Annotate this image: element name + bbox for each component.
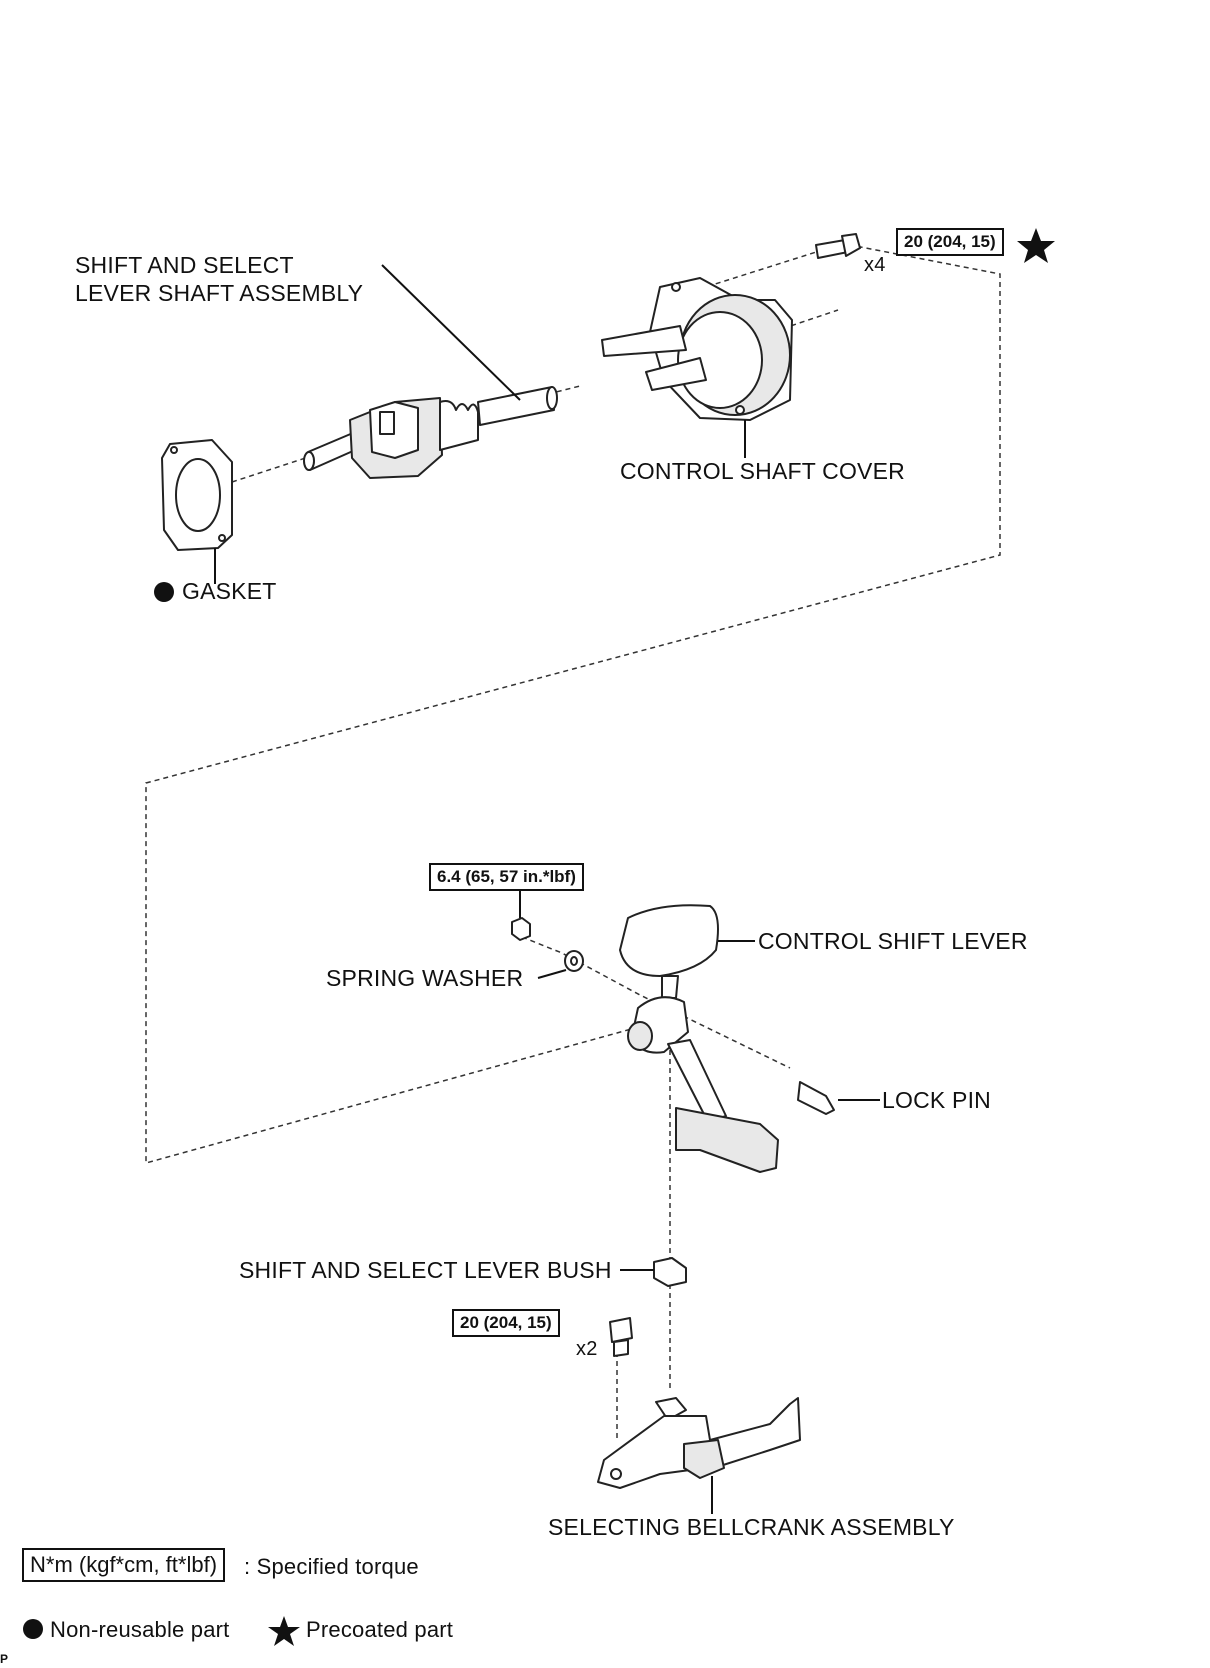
cover-bolt-qty: x4 bbox=[864, 254, 886, 276]
control-shift-lever-label: CONTROL SHIFT LEVER bbox=[758, 928, 1028, 954]
spring-washer-label: SPRING WASHER bbox=[326, 965, 524, 991]
lock-pin-part bbox=[797, 1081, 880, 1115]
lock-pin-label: LOCK PIN bbox=[882, 1087, 991, 1113]
cover-bolt-part bbox=[815, 233, 861, 259]
bellcrank-bolt-torque-box: 20 (204, 15) bbox=[452, 1309, 560, 1337]
gasket-part bbox=[161, 439, 233, 584]
control-shaft-cover-part bbox=[601, 277, 793, 458]
gasket-label: GASKET bbox=[182, 578, 277, 604]
spring-washer-part bbox=[537, 950, 584, 979]
shift-select-shaft-part bbox=[303, 264, 558, 479]
control-shift-lever-part bbox=[619, 904, 779, 1173]
bellcrank-bolt-part bbox=[609, 1317, 633, 1357]
nonreusable-dot-icon bbox=[23, 1619, 43, 1639]
legend-star-icon bbox=[268, 1616, 300, 1646]
corner-mark: P bbox=[0, 1652, 9, 1666]
shift-select-shaft-label-line1: SHIFT AND SELECT bbox=[75, 252, 294, 278]
lever-bush-label: SHIFT AND SELECT LEVER BUSH bbox=[239, 1257, 612, 1283]
lever-nut-torque-box: 6.4 (65, 57 in.*lbf) bbox=[429, 863, 584, 891]
gasket-nonreusable-dot-icon bbox=[154, 582, 174, 602]
precoated-star-icon bbox=[1017, 228, 1055, 263]
legend-nonreusable: Non-reusable part bbox=[50, 1617, 230, 1642]
bellcrank-bolt-qty: x2 bbox=[576, 1338, 598, 1360]
legend-torque-desc: : Specified torque bbox=[244, 1554, 419, 1579]
selecting-bellcrank-part bbox=[597, 1397, 801, 1514]
legend-torque-units-box: N*m (kgf*cm, ft*lbf) bbox=[22, 1548, 226, 1582]
selecting-bellcrank-label: SELECTING BELLCRANK ASSEMBLY bbox=[548, 1514, 955, 1540]
control-shaft-cover-label: CONTROL SHAFT COVER bbox=[620, 458, 905, 484]
legend-precoated: Precoated part bbox=[306, 1617, 454, 1642]
lever-bush-part bbox=[620, 1257, 687, 1287]
cover-bolt-torque-box: 20 (204, 15) bbox=[896, 228, 1004, 256]
shift-select-shaft-label-line2: LEVER SHAFT ASSEMBLY bbox=[75, 280, 364, 306]
